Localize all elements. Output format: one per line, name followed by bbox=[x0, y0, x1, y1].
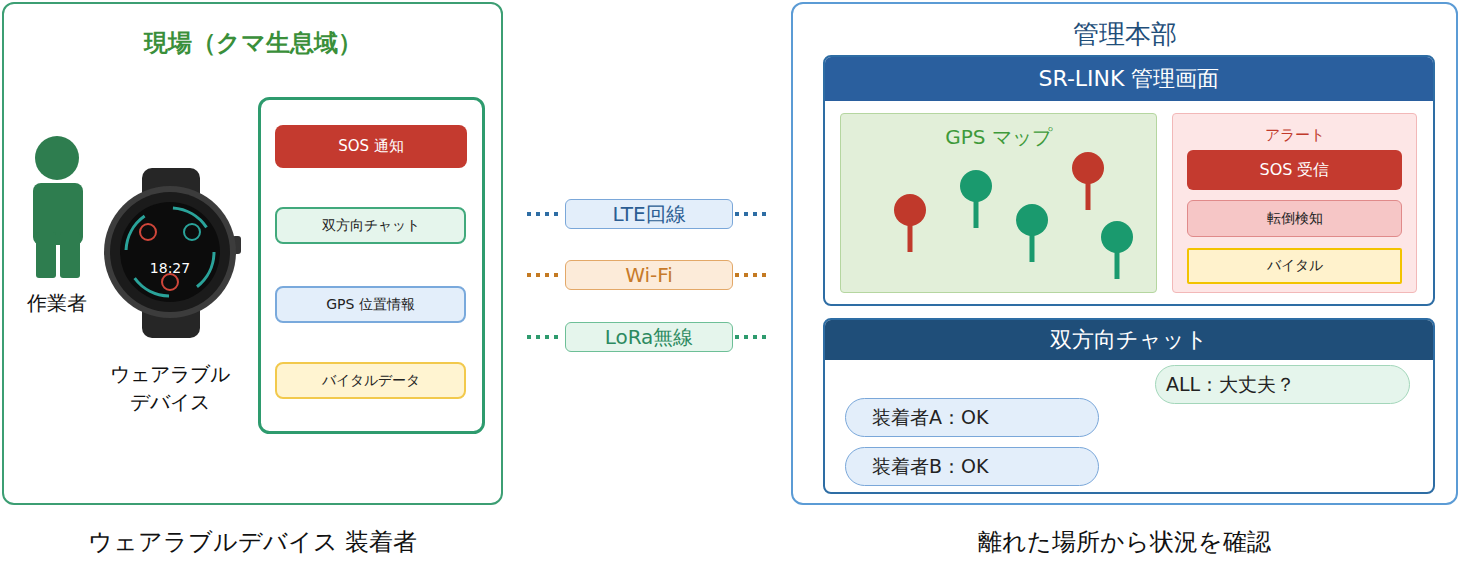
node-label: 双方向チャット bbox=[277, 209, 464, 242]
lte-dotted-line bbox=[735, 212, 771, 216]
node-label: LTE回線 bbox=[566, 200, 732, 228]
node-label: 装着者B：OK bbox=[846, 448, 1098, 485]
worker-label: 作業者 bbox=[7, 288, 107, 318]
watch-subdial bbox=[140, 224, 156, 240]
smartwatch-illustration bbox=[104, 168, 241, 338]
node-label: バイタルデータ bbox=[277, 364, 464, 397]
node-label: LoRa無線 bbox=[566, 323, 732, 351]
node-label: 転倒検知 bbox=[1188, 201, 1401, 236]
watch-subdial bbox=[162, 274, 178, 290]
node-label: 現場（クマ生息域） bbox=[4, 20, 501, 66]
fall-alert-box: 転倒検知 bbox=[1187, 200, 1402, 237]
panel-caption: 離れた場所から状況を確認 bbox=[793, 522, 1456, 562]
device-label: ウェアラブル デバイス bbox=[100, 358, 240, 418]
watch-case bbox=[104, 186, 236, 318]
device-feature-frame bbox=[260, 99, 484, 433]
sos-feature-box: SOS 通知 bbox=[275, 125, 467, 168]
worker-leg bbox=[60, 232, 80, 278]
node-label: SR-LINK 管理画面 bbox=[825, 57, 1433, 101]
sos-alert-box: SOS 受信 bbox=[1187, 150, 1402, 190]
lte-dotted-line bbox=[527, 212, 563, 216]
wifi-dotted-line bbox=[527, 273, 563, 277]
panel-caption: ウェアラブルデバイス 装着者 bbox=[4, 522, 501, 562]
watch-crown bbox=[232, 236, 241, 254]
watch-ring bbox=[126, 208, 214, 296]
node-label: Wi-Fi bbox=[566, 261, 732, 289]
gps-map-box: GPS マップ bbox=[840, 113, 1157, 293]
watch-strap bbox=[142, 168, 200, 338]
node-label: SOS 通知 bbox=[275, 125, 467, 168]
hq-panel: 管理本部離れた場所から状況を確認SR-LINK 管理画面GPS マップアラートS… bbox=[791, 2, 1458, 505]
console-section: SR-LINK 管理画面 GPS マップアラートSOS 受信転倒検知バイタル bbox=[823, 55, 1435, 306]
node-label: アラート bbox=[1173, 122, 1416, 148]
worker-body bbox=[33, 183, 83, 245]
node-label: 双方向チャット bbox=[825, 320, 1433, 360]
node-label: GPS 位置情報 bbox=[277, 288, 464, 321]
field-panel: 現場（クマ生息域）ウェアラブルデバイス 装着者SOS 通知双方向チャットGPS … bbox=[2, 2, 503, 505]
chat-feature-box: 双方向チャット bbox=[275, 207, 466, 244]
chat-bubble: ALL：大丈夫？ bbox=[1155, 365, 1410, 404]
network-box: LTE回線 bbox=[565, 199, 733, 229]
watch-time: 18:27 bbox=[140, 254, 200, 282]
worker-icon bbox=[33, 136, 83, 278]
node-label: バイタル bbox=[1189, 250, 1400, 282]
chat-bubble: 装着者B：OK bbox=[845, 447, 1099, 486]
vital-feature-box: バイタルデータ bbox=[275, 362, 466, 399]
network-box: LoRa無線 bbox=[565, 322, 733, 352]
watch-bezel bbox=[110, 192, 230, 312]
node-label: 管理本部 bbox=[793, 12, 1456, 56]
chat-section: 双方向チャット ALL：大丈夫？ 装着者A：OK 装着者B：OK bbox=[823, 318, 1435, 494]
network-box: Wi-Fi bbox=[565, 260, 733, 290]
worker-head bbox=[35, 136, 79, 180]
node-label: 装着者A：OK bbox=[846, 399, 1098, 436]
alert-box: アラートSOS 受信転倒検知バイタル bbox=[1172, 113, 1417, 293]
node-label: GPS マップ bbox=[841, 122, 1156, 152]
lora-dotted-line bbox=[527, 335, 563, 339]
link-lines bbox=[527, 214, 771, 337]
worker-leg bbox=[36, 232, 56, 278]
watch-subdial bbox=[184, 224, 200, 240]
gps-feature-box: GPS 位置情報 bbox=[275, 286, 466, 323]
wifi-dotted-line bbox=[735, 273, 771, 277]
node-label: ALL：大丈夫？ bbox=[1156, 366, 1409, 403]
lora-dotted-line bbox=[735, 335, 771, 339]
chat-bubble: 装着者A：OK bbox=[845, 398, 1099, 437]
vital-alert-box: バイタル bbox=[1187, 248, 1402, 284]
node-label: SOS 受信 bbox=[1187, 150, 1402, 190]
watch-dial bbox=[120, 202, 220, 302]
